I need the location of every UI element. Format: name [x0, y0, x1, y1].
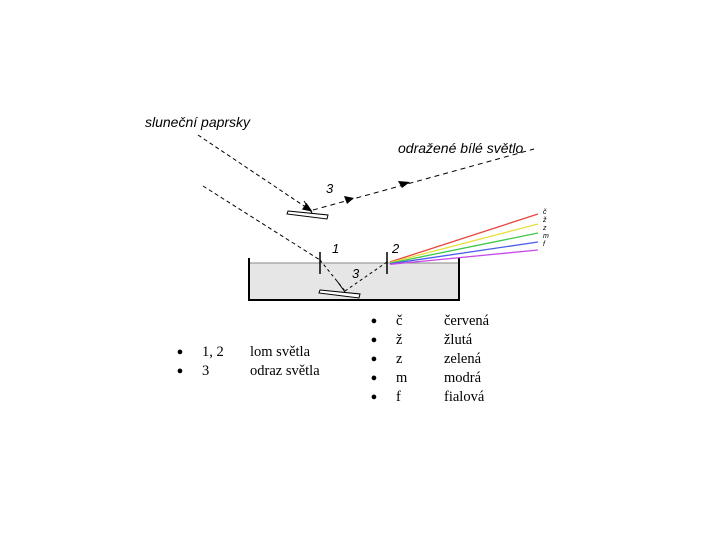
bullet-icon: ● — [370, 372, 378, 384]
spectrum-letter: m — [543, 233, 549, 240]
legend-key: f — [396, 389, 401, 405]
legend-key: z — [396, 351, 403, 367]
legend-key: 1, 2 — [202, 344, 224, 360]
bullet-icon: ● — [370, 334, 378, 346]
legend-value: fialová — [444, 389, 485, 405]
bullet-icon: ● — [370, 315, 378, 327]
spectrum-ray — [389, 241, 539, 265]
legend-row: ● 1, 2 lom světla — [176, 343, 346, 362]
legend-value: odraz světla — [250, 363, 320, 379]
reflected-arrow-2 — [398, 181, 410, 188]
spectrum-ray — [389, 223, 539, 264]
spectrum-ray — [389, 232, 539, 264]
legend-row: ● m modrá — [370, 369, 510, 388]
legend-value: žlutá — [444, 332, 473, 348]
spectrum-ray — [389, 213, 539, 263]
bullet-icon: ● — [176, 346, 184, 358]
sunrays-label: sluneční paprsky — [145, 114, 251, 130]
container-walls — [248, 258, 460, 301]
bullet-icon: ● — [176, 365, 184, 377]
legend-row: ● č červená — [370, 312, 510, 331]
legend-key: č — [396, 313, 403, 329]
spectrum-rays — [389, 213, 539, 266]
legend-value: zelená — [444, 351, 482, 367]
legend-value: lom světla — [250, 344, 311, 360]
legend-refraction: ● 1, 2 lom světla ● 3 odraz světla — [176, 343, 346, 383]
sun-ray-upper — [197, 134, 313, 212]
legend-colors: ● č červená ● ž žlutá ● z zelená ● m mod… — [370, 312, 510, 408]
refraction-mark-2: 2 — [391, 241, 400, 256]
refracted-ray-down — [319, 259, 346, 292]
spectrum-ray — [389, 249, 539, 266]
bullet-icon: ● — [370, 353, 378, 365]
legend-row: ● ž žlutá — [370, 331, 510, 350]
refracted-ray-up — [344, 261, 388, 292]
upper-reflector — [286, 200, 329, 220]
sun-ray-lower — [202, 185, 321, 261]
legend-value: modrá — [444, 370, 482, 386]
legend-row: ● z zelená — [370, 350, 510, 369]
legend-row: ● 3 odraz světla — [176, 362, 346, 381]
spectrum-letter: z — [542, 225, 547, 232]
legend-key: ž — [396, 332, 403, 348]
reflection-mark-3-bottom: 3 — [352, 266, 360, 281]
refraction-mark-1: 1 — [332, 241, 339, 256]
lower-reflector — [318, 280, 361, 299]
spectrum-letter: č — [543, 209, 547, 216]
spectrum-letter: f — [543, 241, 546, 248]
reflection-mark-3-top: 3 — [326, 181, 334, 196]
bullet-icon: ● — [370, 391, 378, 403]
spectrum-letter: ž — [542, 217, 547, 224]
legend-key: 3 — [202, 363, 210, 379]
legend-row: ● f fialová — [370, 388, 510, 407]
reflected-arrow-1 — [344, 196, 354, 204]
reflected-light-label: odražené bílé světlo — [398, 140, 524, 156]
legend-key: m — [396, 370, 408, 386]
legend-value: červená — [444, 313, 490, 329]
